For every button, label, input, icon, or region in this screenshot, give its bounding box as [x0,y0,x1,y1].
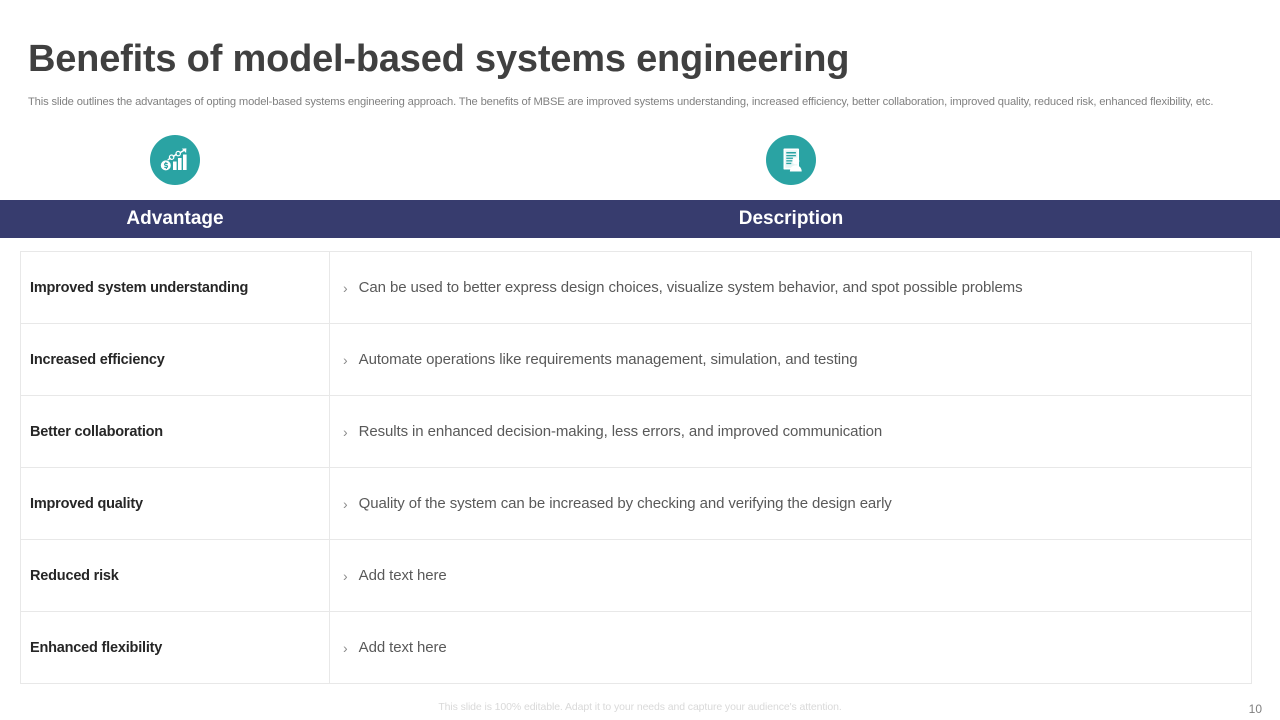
chevron-right-icon: › [343,567,348,584]
column-header-advantage: Advantage [126,208,224,229]
cell-description: › Results in enhanced decision-making, l… [330,396,1251,467]
chevron-right-icon: › [343,351,348,368]
page-subtitle: This slide outlines the advantages of op… [28,96,1214,108]
cell-description: › Automate operations like requirements … [330,324,1251,395]
cell-advantage: Reduced risk [21,540,330,611]
cell-advantage: Enhanced flexibility [21,612,330,683]
cell-advantage: Improved system understanding [21,252,330,323]
cell-advantage: Improved quality [21,468,330,539]
chevron-right-icon: › [343,639,348,656]
cell-description-text: Add text here [358,567,447,584]
table-row: Reduced risk › Add text here [21,540,1251,612]
page-title: Benefits of model-based systems engineer… [28,38,850,80]
table-row: Increased efficiency › Automate operatio… [21,324,1251,396]
cell-advantage: Better collaboration [21,396,330,467]
table-row: Better collaboration › Results in enhanc… [21,396,1251,468]
growth-chart-icon [150,135,200,185]
cell-description: › Quality of the system can be increased… [330,468,1251,539]
table-row: Improved system understanding › Can be u… [21,252,1251,324]
cell-description-text: Results in enhanced decision-making, les… [358,423,883,440]
table-header-band: Advantage Description [0,200,1280,238]
cell-description: › Can be used to better express design c… [330,252,1251,323]
cell-description: › Add text here [330,540,1251,611]
cell-description-text: Automate operations like requirements ma… [358,351,858,368]
cell-description: › Add text here [330,612,1251,683]
footer-note: This slide is 100% editable. Adapt it to… [438,701,842,713]
chevron-right-icon: › [343,423,348,440]
cell-advantage: Increased efficiency [21,324,330,395]
cell-description-text: Add text here [358,639,447,656]
benefits-table: Improved system understanding › Can be u… [20,251,1252,684]
cell-description-text: Can be used to better express design cho… [358,279,1023,296]
cell-description-text: Quality of the system can be increased b… [358,495,892,512]
chevron-right-icon: › [343,495,348,512]
page-number: 10 [1248,702,1262,716]
table-row: Enhanced flexibility › Add text here [21,612,1251,684]
table-row: Improved quality › Quality of the system… [21,468,1251,540]
chevron-right-icon: › [343,279,348,296]
column-header-description: Description [738,208,844,229]
document-person-icon [766,135,816,185]
